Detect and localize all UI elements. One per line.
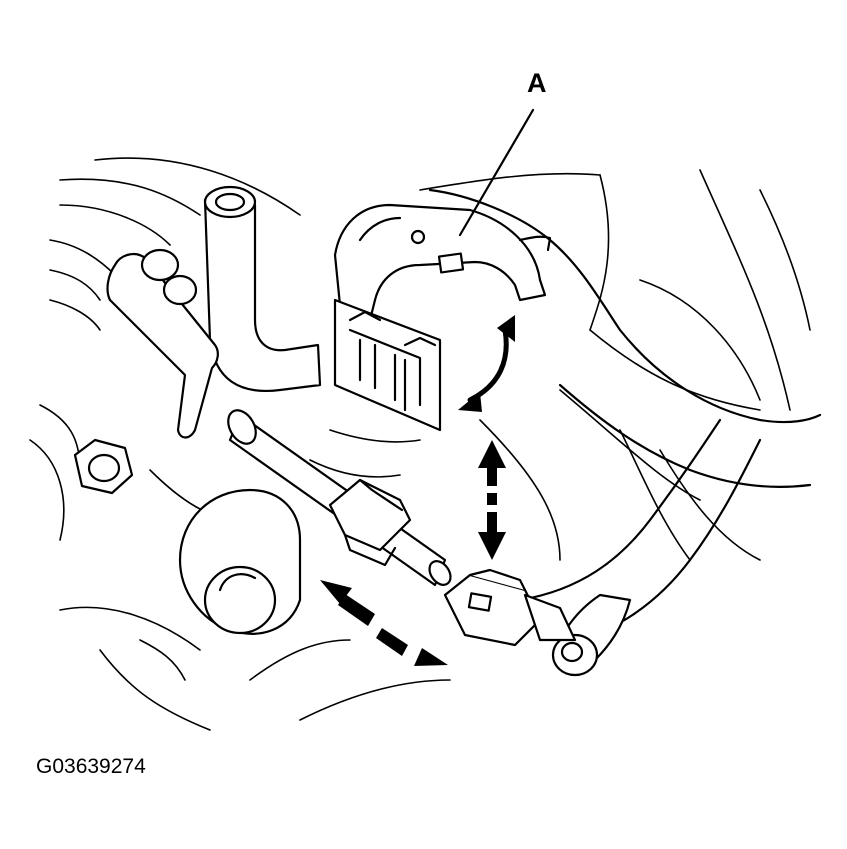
connector-cover-a <box>333 203 552 432</box>
engine-background-lines <box>29 157 811 731</box>
fuel-hose <box>428 188 822 677</box>
vertical-motion-arrow <box>478 440 506 560</box>
figure-id: G03639274 <box>36 755 146 778</box>
quick-connector <box>443 568 577 647</box>
mounting-bolt <box>73 438 134 495</box>
engine-boss <box>178 488 302 635</box>
rotation-arrow <box>458 315 515 412</box>
callout-label-a: A <box>527 68 547 98</box>
hose-clip <box>328 478 412 567</box>
callout-leader <box>458 108 535 237</box>
vertical-pipe <box>203 185 322 392</box>
mounting-bracket <box>106 248 219 439</box>
diagonal-motion-arrow <box>320 580 448 666</box>
